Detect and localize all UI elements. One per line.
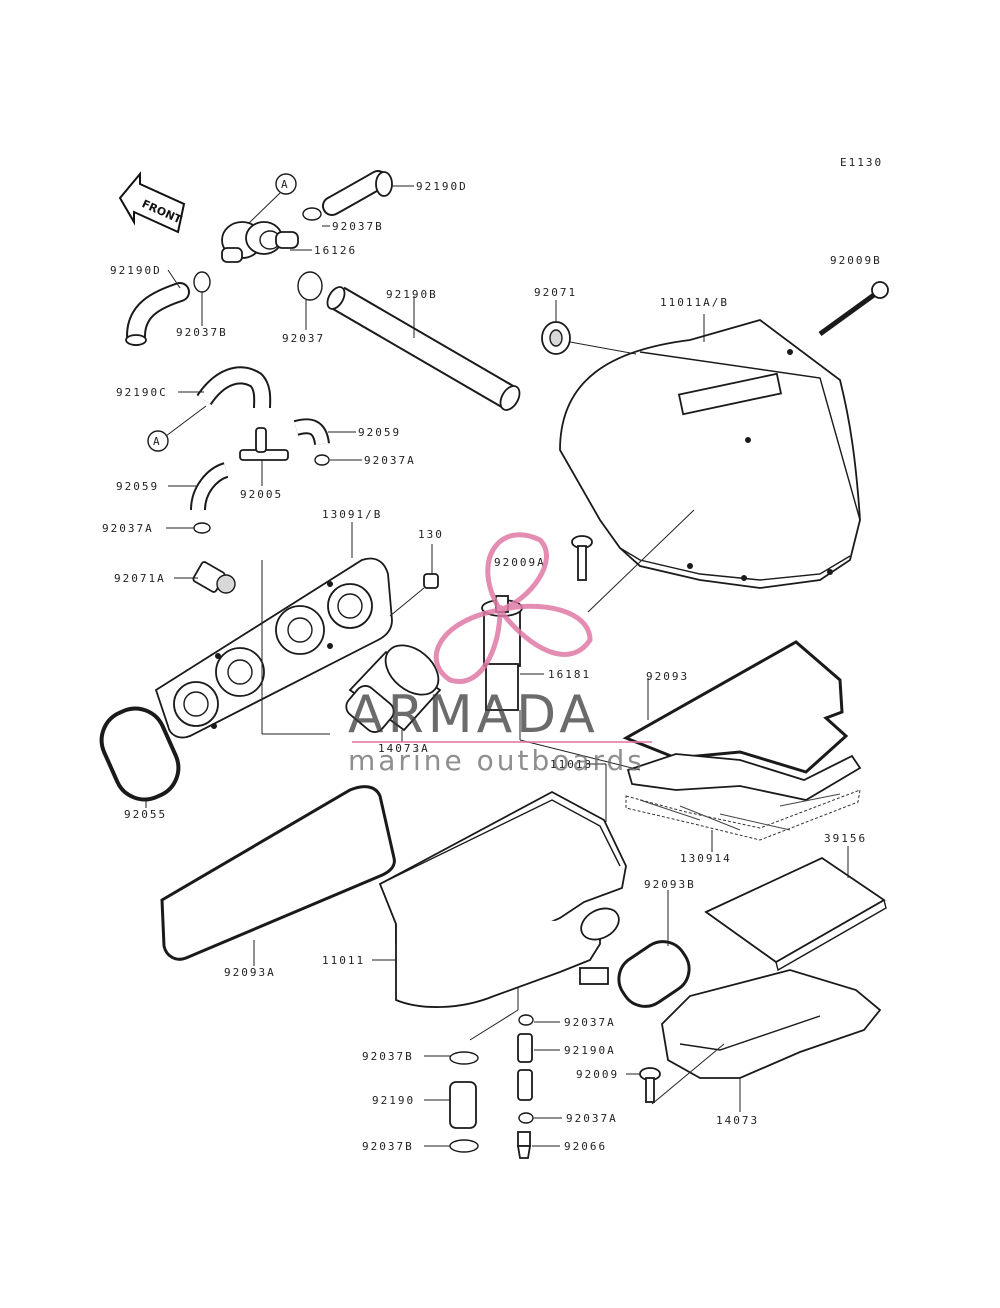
label-92037B-b2: 92037B [362, 1140, 414, 1153]
label-92093B: 92093B [644, 878, 696, 891]
watermark-brand: ARMADA [348, 685, 599, 745]
clamp-92037-part [297, 271, 323, 301]
label-92059-right: 92059 [358, 426, 401, 439]
label-92055: 92055 [124, 808, 167, 821]
clamp-92037A-mid-part [314, 454, 330, 466]
flame-arrester-13091B-part [154, 557, 393, 739]
hose-92059-left-part [190, 462, 229, 511]
funnel-14073A-part [345, 644, 442, 733]
hose-92190A-part [517, 1033, 533, 1063]
label-92009A: 92009A [494, 556, 546, 569]
tube-92190B-part [326, 286, 521, 411]
label-92037B-left: 92037B [176, 326, 228, 339]
label-92037B-b1: 92037B [362, 1050, 414, 1063]
callout-a-top: A [247, 173, 297, 225]
label-11013: 11013 [550, 758, 593, 771]
label-92037A-mid: 92037A [364, 454, 416, 467]
bolt-92009A-part [571, 535, 593, 581]
label-92009: 92009 [576, 1068, 619, 1081]
screen-130914-part [625, 789, 861, 841]
bolt-92009B-part [818, 281, 889, 337]
clamp-92037A-b1-part [518, 1014, 534, 1026]
bolt-92009-part [639, 1067, 661, 1103]
plug-130-part [423, 573, 439, 589]
label-16181: 16181 [548, 668, 591, 681]
svg-text:A: A [153, 435, 162, 448]
hose-92059-right-part [293, 418, 330, 446]
gasket-92055-part [99, 706, 181, 802]
clamp-92037B-left-part [193, 271, 211, 293]
label-92093A: 92093A [224, 966, 276, 979]
clamp-92037A-left-part [193, 522, 211, 534]
label-92037A-b1: 92037A [564, 1016, 616, 1029]
label-11011AB: 11011A/B [660, 296, 729, 309]
cover-14073-part [661, 969, 882, 1079]
label-92037: 92037 [282, 332, 325, 345]
label-92037A-b2: 92037A [566, 1112, 618, 1125]
label-92009B: 92009B [830, 254, 882, 267]
label-11011: 11011 [322, 954, 365, 967]
armada-watermark: ARMADA marine outboards [348, 532, 652, 777]
tjoint-92005-part [239, 427, 289, 461]
clamp-92037A-b2-part [518, 1112, 534, 1124]
label-14073A: 14073A [378, 742, 430, 755]
hose-92190A-lower-part [517, 1069, 533, 1101]
gasket-92093A-part [160, 785, 396, 961]
grommet-92071-part [541, 321, 571, 355]
label-14073: 14073 [716, 1114, 759, 1127]
label-92066: 92066 [564, 1140, 607, 1153]
label-92071A: 92071A [114, 572, 166, 585]
airbox-cover-11011AB-part [559, 319, 861, 589]
clamp-92037B-top-part [302, 207, 322, 221]
label-92190C: 92190C [116, 386, 168, 399]
hose-92190C-part [196, 366, 272, 409]
label-92190D-left: 92190D [110, 264, 162, 277]
label-39156: 39156 [824, 832, 867, 845]
gasket-92093B-part [617, 940, 691, 1008]
hose-92190D-top-part [322, 170, 393, 216]
label-92190D-top: 92190D [416, 180, 468, 193]
label-92059-left: 92059 [116, 480, 159, 493]
filter-element-11013-part [626, 753, 862, 801]
clamp-92037B-b2-part [449, 1139, 479, 1153]
propeller-logo-icon [433, 532, 593, 685]
grommet-92071A-part [192, 561, 236, 594]
label-16126: 16126 [314, 244, 357, 257]
hose-92190-part [449, 1081, 477, 1129]
label-92093: 92093 [646, 670, 689, 683]
label-92037B-top: 92037B [332, 220, 384, 233]
valve-16126-part [221, 221, 299, 263]
svg-text:A: A [281, 178, 290, 191]
callout-a-left: A [147, 405, 207, 452]
label-92190: 92190 [372, 1094, 415, 1107]
front-arrow-icon: FRONT [118, 171, 186, 234]
label-92037A-left: 92037A [102, 522, 154, 535]
label-130914: 130914 [680, 852, 732, 865]
label-92005: 92005 [240, 488, 283, 501]
hose-92190D-left-part [125, 282, 190, 346]
label-13091B: 13091/B [322, 508, 382, 521]
gasket-92093-part [622, 640, 849, 774]
label-92190A: 92190A [564, 1044, 616, 1057]
watermark-tagline: marine outboards [348, 744, 645, 777]
airbox-11011-part [378, 790, 627, 1008]
label-92071: 92071 [534, 286, 577, 299]
label-92190B: 92190B [386, 288, 438, 301]
label-130: 130 [418, 528, 444, 541]
fitting-92066-part [516, 1131, 532, 1159]
plate-39156-part [704, 856, 887, 972]
diagram-code: E1130 [840, 156, 883, 169]
clamp-92037B-b1-part [449, 1051, 479, 1065]
